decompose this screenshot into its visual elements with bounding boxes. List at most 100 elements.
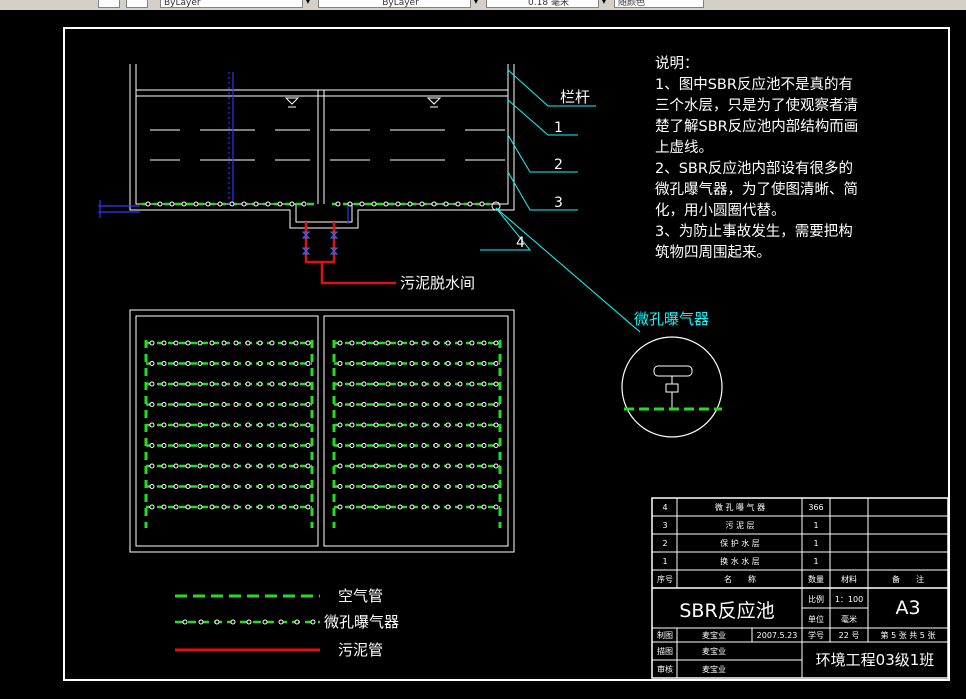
aerator-icon bbox=[305, 340, 311, 346]
plotstyle-value: 随颜色 bbox=[618, 0, 646, 8]
aerator-icon bbox=[349, 463, 355, 469]
notes-line: 筑物四周围起来。 bbox=[655, 244, 771, 261]
parts-row-name: 污 泥 层 bbox=[725, 520, 754, 530]
aerator-icon bbox=[185, 402, 191, 407]
header-no: 序号 bbox=[657, 574, 673, 584]
aerator-icon bbox=[305, 463, 311, 469]
header-material: 材料 bbox=[841, 574, 857, 584]
aerator-icon bbox=[373, 402, 379, 407]
aerator-icon bbox=[433, 361, 439, 366]
aerator-icon bbox=[257, 340, 263, 346]
parts-row-name: 换 水 水 层 bbox=[720, 556, 760, 566]
chevron-down-icon[interactable]: ▼ bbox=[598, 0, 609, 8]
aerator-icon bbox=[373, 340, 379, 346]
aerator-icon bbox=[173, 504, 179, 510]
aerator-icon bbox=[257, 463, 263, 469]
class-name: 环境工程03级1班 bbox=[816, 651, 935, 669]
aerator-icon bbox=[445, 504, 451, 510]
parts-row-qty: 1 bbox=[813, 557, 818, 566]
aerator-icon bbox=[281, 484, 287, 489]
aerator-icon bbox=[493, 402, 499, 407]
aerator-icon bbox=[455, 201, 461, 207]
aerator-icon bbox=[205, 201, 211, 207]
aerator-icon bbox=[221, 340, 227, 346]
aerator-icon bbox=[197, 504, 203, 510]
aerator-icon bbox=[209, 504, 215, 510]
chevron-down-icon[interactable]: ▼ bbox=[470, 0, 481, 8]
aerator-icon bbox=[209, 340, 215, 346]
aerator-icon bbox=[349, 381, 355, 387]
notes-line: 微孔曝气器，为了使图清晰、简 bbox=[655, 181, 858, 198]
aerator-icon bbox=[209, 463, 215, 469]
aerator-icon bbox=[161, 463, 167, 469]
aerator-icon bbox=[373, 381, 379, 387]
aerator-icon bbox=[149, 361, 155, 366]
aerator-icon bbox=[245, 484, 251, 489]
aerator-icon bbox=[246, 619, 252, 625]
sludge-pipe bbox=[304, 222, 396, 285]
aerator-icon bbox=[301, 201, 307, 207]
aerator-icon bbox=[457, 422, 463, 428]
aerator-icon bbox=[233, 504, 239, 510]
aerator-icon bbox=[361, 402, 367, 407]
aerator-icon bbox=[445, 422, 451, 428]
aerator-icon bbox=[359, 201, 365, 207]
aerator-icon bbox=[245, 463, 251, 469]
aerator-icon bbox=[337, 381, 343, 387]
notes-block: 说明： 1、图中SBR反应池不是真的有 三个水层，只是为了使观察者清 楚了解SB… bbox=[655, 55, 858, 261]
chevron-down-icon[interactable]: ▼ bbox=[302, 0, 313, 8]
aerator-callout-marker bbox=[491, 201, 501, 211]
layer-icon[interactable] bbox=[98, 0, 120, 8]
notes-line: 1、图中SBR反应池不是真的有 bbox=[655, 75, 853, 93]
aerator-icon bbox=[221, 361, 227, 366]
student-no: 22 号 bbox=[839, 631, 860, 640]
aerator-icon bbox=[197, 340, 203, 346]
match-properties-icon[interactable] bbox=[126, 0, 148, 8]
drawing-border bbox=[63, 27, 950, 681]
aerator-icon bbox=[481, 504, 487, 510]
aerator-icon bbox=[493, 381, 499, 387]
aerator-icon bbox=[419, 201, 425, 207]
aerator-icon bbox=[281, 361, 287, 366]
aerator-icon bbox=[469, 443, 475, 448]
aerator-icon bbox=[409, 463, 415, 469]
aerator-icon bbox=[293, 422, 299, 428]
parts-row-no: 3 bbox=[662, 521, 667, 530]
aerator-icon bbox=[281, 443, 287, 448]
legend-aerator-label: 微孔曝气器 bbox=[324, 613, 399, 631]
aerator-icon bbox=[149, 422, 155, 428]
lineweight-dropdown[interactable]: 0.18 毫米 bbox=[486, 0, 608, 8]
aerator-icon bbox=[173, 422, 179, 428]
aerator-icon bbox=[149, 402, 155, 407]
legend: 空气管 微孔曝气器 污泥管 bbox=[175, 587, 399, 659]
linetype-dropdown[interactable]: ByLayer bbox=[318, 0, 480, 8]
aerator-icon bbox=[373, 443, 379, 448]
aerator-icon bbox=[421, 402, 427, 407]
aerator-icon bbox=[245, 402, 251, 407]
aerator-icon bbox=[221, 463, 227, 469]
aerator-icon bbox=[457, 402, 463, 407]
aerator-icon bbox=[373, 422, 379, 428]
plotstyle-dropdown[interactable]: 随颜色 bbox=[614, 0, 704, 8]
aerator-icon bbox=[221, 381, 227, 387]
aerator-icon bbox=[233, 484, 239, 489]
aerator-icon bbox=[253, 201, 259, 207]
aerator-icon bbox=[185, 381, 191, 387]
aerator-icon bbox=[385, 340, 391, 346]
aerator-icon bbox=[149, 381, 155, 387]
legend-sludge-label: 污泥管 bbox=[338, 641, 383, 659]
legend-air-label: 空气管 bbox=[338, 587, 383, 605]
aerator-icon bbox=[395, 201, 401, 207]
aerator-icon bbox=[269, 463, 275, 469]
designed-label: 描图 bbox=[657, 646, 673, 656]
drawing-canvas[interactable]: 污泥脱水间 栏杆 1 2 3 4 说明： 1、图中SBR反应池不是真的有 三个水… bbox=[0, 10, 966, 699]
color-dropdown[interactable]: ByLayer bbox=[160, 0, 312, 8]
aerator-icon bbox=[385, 463, 391, 469]
callout-leaders bbox=[480, 69, 641, 333]
aerator-icon bbox=[445, 361, 451, 366]
aerator-icon bbox=[469, 340, 475, 346]
aerator-icon bbox=[173, 381, 179, 387]
aerator-icon bbox=[289, 201, 295, 207]
checked-label: 审核 bbox=[657, 664, 673, 674]
checked-by: 麦宝业 bbox=[702, 664, 726, 674]
